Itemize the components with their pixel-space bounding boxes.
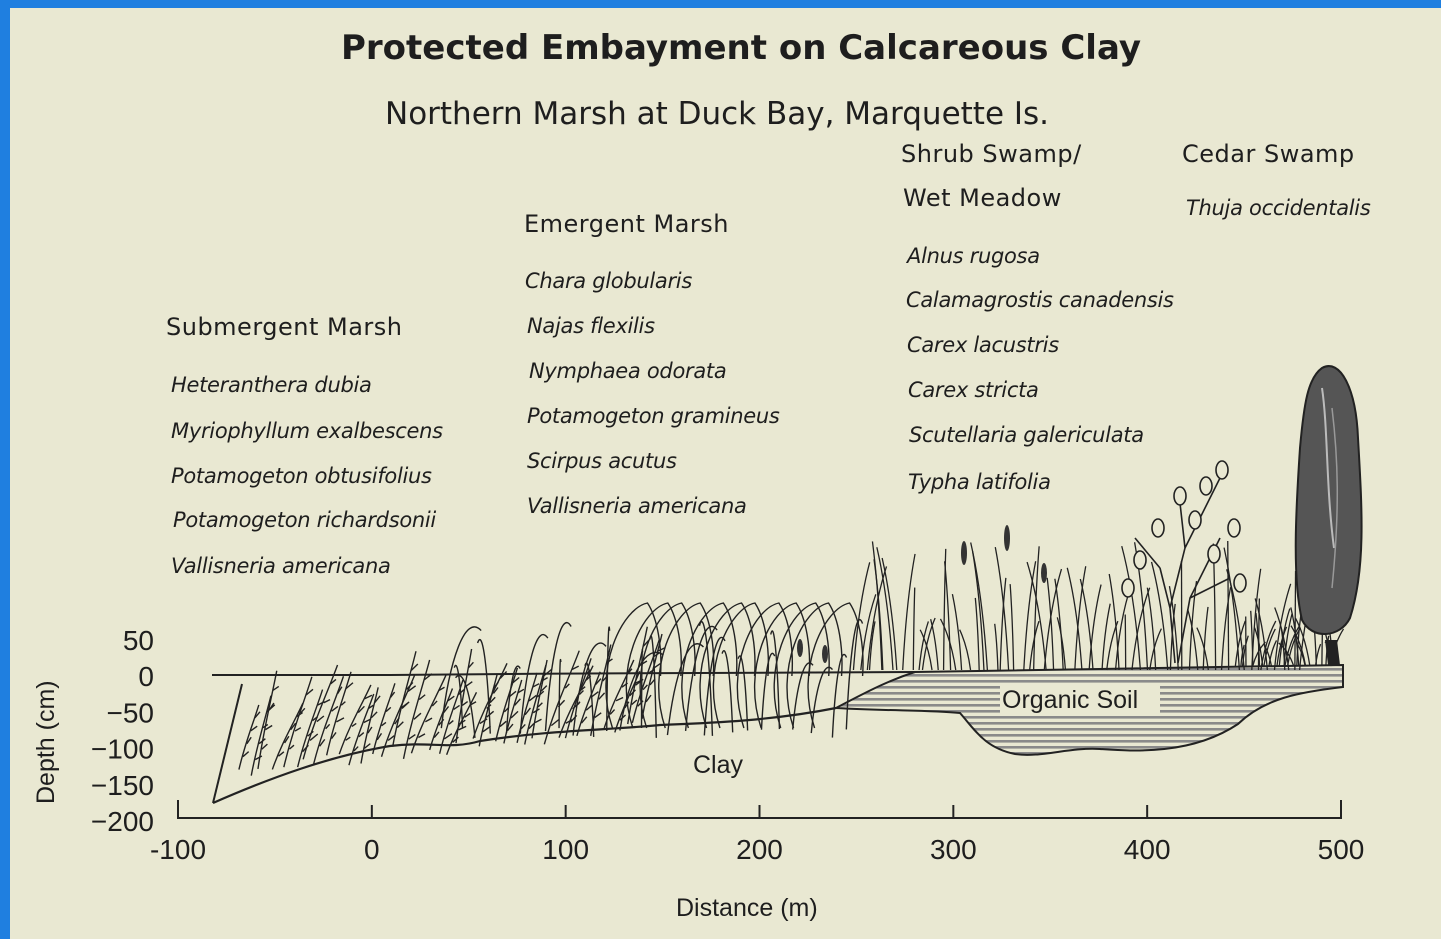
- meadow-grass-blade: [1295, 571, 1296, 670]
- emergent-plant-blade: [846, 620, 862, 730]
- emergent-plant-blade: [722, 651, 733, 733]
- cedar-tree: [1296, 366, 1362, 665]
- meadow-grass-blade: [1274, 584, 1290, 670]
- meadow-grass-blade: [975, 598, 979, 670]
- x-tick-label: 100: [542, 834, 589, 865]
- x-axis-label: Distance (m): [676, 894, 818, 922]
- x-axis-ticks: -100 0 100 200 300 400 500: [150, 805, 1364, 865]
- submerged-plant-leaf: [616, 698, 623, 701]
- meadow-grass-blade: [940, 619, 955, 670]
- emergent-plant-blade: [832, 654, 846, 737]
- y-tick-label: 0: [138, 661, 154, 692]
- emergent-plant-blade: [545, 623, 571, 731]
- y-tick-label: −100: [91, 734, 154, 765]
- submerged-plant-leaf: [425, 718, 432, 722]
- meadow-grass-blade: [1010, 584, 1013, 670]
- y-tick-label: −150: [91, 770, 154, 801]
- y-axis-label: Depth (cm): [32, 680, 60, 804]
- emergent-plant-blade: [559, 660, 561, 729]
- y-tick-label: −200: [91, 806, 154, 837]
- profile-diagram: Organic Soil Clay: [10, 8, 1441, 939]
- x-tick-label: -100: [150, 834, 206, 865]
- x-tick-label: 400: [1124, 834, 1171, 865]
- organic-soil-label: Organic Soil: [1002, 686, 1138, 714]
- submerged-plant-stem: [284, 677, 312, 767]
- x-tick-label: 200: [736, 834, 783, 865]
- meadow-grass-blade: [913, 588, 914, 670]
- clay-label: Clay: [693, 751, 744, 779]
- emergent-plant-arc: [640, 603, 695, 728]
- meadow-grass-blade: [945, 561, 951, 670]
- submerged-vegetation: [239, 627, 665, 776]
- emergent-plant-blade: [573, 643, 606, 736]
- submerged-plant-leaf: [255, 756, 262, 760]
- meadow-grass-blade: [1089, 585, 1101, 670]
- meadow-grass-blade: [1222, 587, 1231, 670]
- x-tick-label: 0: [364, 834, 380, 865]
- y-axis-ticks: 50 0 −50 −100 −150 −200: [91, 625, 154, 837]
- submerged-plant-stem: [251, 696, 271, 776]
- meadow-grass-blade: [1152, 562, 1168, 670]
- diagram-slide: Protected Embayment on Calcareous Clay N…: [10, 8, 1441, 939]
- submerged-plant-leaf: [324, 700, 330, 703]
- emergent-plant-blade: [478, 640, 491, 734]
- meadow-grass-blade: [995, 624, 998, 670]
- submerged-plant-leaf: [462, 702, 467, 706]
- meadow-grass-blade: [1116, 594, 1129, 670]
- submerged-plant-leaf: [336, 718, 344, 722]
- submerged-plant-stem: [258, 671, 277, 769]
- emergent-plant-arc: [774, 603, 829, 728]
- submerged-plant-leaf: [418, 734, 425, 738]
- emergent-plant-arc: [659, 603, 714, 728]
- meadow-grass-blade: [1067, 568, 1082, 670]
- submerged-plant-leaf: [409, 735, 416, 740]
- y-tick-label: −50: [107, 697, 155, 728]
- meadow-vegetation: [853, 541, 1343, 670]
- meadow-grass-blade: [1047, 578, 1053, 670]
- emergent-plant-blade: [811, 667, 832, 733]
- x-tick-label: 300: [930, 834, 977, 865]
- submerged-plant-stem: [532, 660, 547, 738]
- meadow-grass-blade: [1197, 628, 1208, 670]
- emergent-plant-arc: [737, 603, 792, 728]
- cattail-heads: [797, 525, 1047, 663]
- submerged-plant-leaf: [535, 719, 541, 722]
- meadow-grass-blade: [1228, 541, 1229, 670]
- meadow-grass-blade: [1102, 604, 1110, 670]
- submerged-plant-stem: [272, 703, 302, 769]
- submerged-plant-leaf: [595, 713, 601, 718]
- y-tick-label: 50: [123, 625, 154, 656]
- submerged-plant-leaf: [295, 728, 301, 731]
- emergent-plant-arc: [713, 603, 768, 728]
- submerged-plant-stem: [479, 673, 497, 746]
- submerged-plant-stem: [411, 675, 446, 754]
- meadow-grass-blade: [922, 618, 935, 670]
- submerged-plant-stem: [298, 690, 323, 768]
- x-tick-label: 500: [1318, 834, 1365, 865]
